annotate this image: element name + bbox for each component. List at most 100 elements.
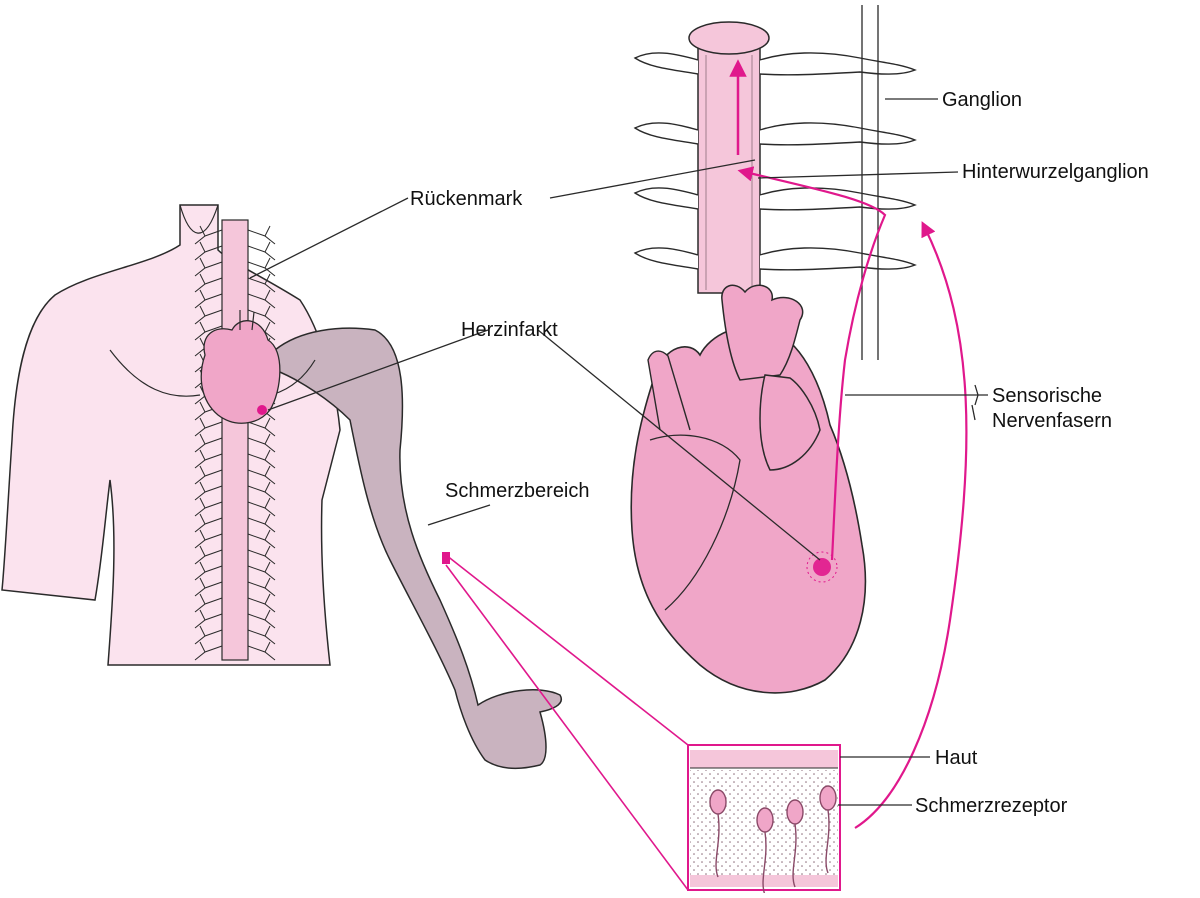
arm-pain-spot [442, 552, 450, 564]
small-heart [200, 310, 281, 424]
shaded-arm [274, 327, 563, 770]
torso-nerve-branch [199, 481, 206, 493]
label-heart-attack: Herzinfarkt [461, 319, 558, 341]
heart-aorta [721, 284, 804, 381]
torso-nerve-branch [264, 289, 271, 301]
torso-body [1, 204, 341, 666]
torso-figure [1, 204, 563, 770]
torso-nerve-branch [264, 529, 271, 541]
torso-nerve-branch [264, 305, 271, 317]
neck [179, 204, 219, 234]
torso-nerve-branch [199, 449, 206, 461]
spinal-root-right [759, 247, 917, 271]
pain-receptor-bulb [819, 785, 837, 811]
label-pain-area: Schmerzbereich [445, 480, 590, 502]
spinal-cross-section [688, 21, 770, 55]
torso-nerve-branch [264, 225, 271, 237]
torso-spinal-cord [194, 219, 276, 661]
torso-nerve-branch [199, 417, 206, 429]
label-sensory-fibers-1: Sensorische [992, 385, 1102, 407]
torso-nerve-branch [199, 257, 206, 269]
sensory-nerve-paths [442, 166, 968, 891]
large-heart [630, 284, 867, 694]
spinal-column [697, 37, 761, 294]
torso-nerve-branch [199, 321, 206, 333]
spinal-root-left [633, 187, 699, 210]
chest-contour-left [109, 349, 201, 397]
torso-nerve-branch [264, 625, 271, 637]
label-skin: Haut [935, 747, 978, 769]
torso-nerve-branch [264, 497, 271, 509]
torso-nerve-branch [247, 229, 276, 245]
zoom-line-bottom [445, 564, 689, 891]
sympathetic-chain [861, 5, 879, 360]
infarct-dot [813, 558, 831, 576]
nerve-from-heart [737, 166, 887, 561]
torso-nerve-branch [199, 577, 206, 589]
nerve-from-skin [854, 221, 968, 829]
torso-nerve-branch [264, 257, 271, 269]
pain-receptor-bulb [756, 807, 774, 833]
torso-nerve-branch [199, 561, 206, 573]
spinal-root-left [633, 52, 699, 75]
torso-nerve-branch [199, 625, 206, 637]
torso-nerve-branch [199, 529, 206, 541]
pain-receptor-stem [762, 831, 767, 896]
pain-receptor-bulb [709, 789, 727, 815]
zoom-line-top [445, 554, 689, 746]
spinal-cord-detail [633, 5, 917, 360]
spinal-root-right [759, 122, 917, 146]
torso-nerve-branch [199, 305, 206, 317]
heart-vessel [759, 374, 821, 471]
pain-receptor-stem [715, 813, 720, 878]
torso-nerve-branch [199, 401, 206, 413]
torso-nerve-branch [264, 417, 271, 429]
torso-nerve-branch [199, 273, 206, 285]
heart-groove [649, 434, 741, 611]
torso-nerve-branch [264, 321, 271, 333]
torso-nerve-branch [264, 561, 271, 573]
torso-nerve-branch [264, 273, 271, 285]
torso-nerve-branch [199, 609, 206, 621]
labels: Ganglion Hinterwurzelganglion Rückenmark… [410, 89, 1149, 817]
label-dorsal-root-ganglion: Hinterwurzelganglion [962, 161, 1149, 183]
leader-lines [249, 98, 988, 806]
label-pain-receptor: Schmerzrezeptor [915, 795, 1068, 817]
torso-nerve-branch [264, 465, 271, 477]
torso-nerve-branch [199, 545, 206, 557]
label-ganglion: Ganglion [942, 89, 1022, 111]
torso-nerve-branch [264, 593, 271, 605]
torso-nerve-branch [247, 245, 276, 261]
torso-nerve-branch [264, 449, 271, 461]
label-spinal-cord: Rückenmark [410, 188, 523, 210]
torso-nerve-branch [264, 545, 271, 557]
spinal-root-left [633, 122, 699, 145]
torso-nerve-branch [199, 433, 206, 445]
pain-receptor-stem [792, 823, 797, 888]
skin-section [687, 744, 841, 896]
torso-nerve-branch [199, 641, 206, 653]
torso-nerve-branch [199, 497, 206, 509]
torso-nerve-branch [264, 513, 271, 525]
torso-nerve-branch [264, 609, 271, 621]
torso-nerve-branch [264, 641, 271, 653]
spinal-root-right [759, 187, 917, 211]
spinal-root-right [759, 52, 917, 76]
torso-nerve-branch [199, 465, 206, 477]
small-infarct-dot [257, 405, 267, 415]
spinal-root-left [633, 247, 699, 270]
torso-nerve-branch [264, 481, 271, 493]
torso-nerve-branch [199, 241, 206, 253]
label-sensory-fibers-2: Nervenfasern [992, 410, 1112, 432]
torso-nerve-branch [199, 513, 206, 525]
torso-nerve-branch [264, 433, 271, 445]
pain-receptor-bulb [786, 799, 804, 825]
torso-nerve-branch [199, 225, 206, 237]
torso-nerve-branch [264, 241, 271, 253]
pain-receptor-stem [825, 809, 830, 874]
torso-nerve-branch [264, 577, 271, 589]
torso-nerve-branch [199, 593, 206, 605]
torso-nerve-branch [199, 289, 206, 301]
